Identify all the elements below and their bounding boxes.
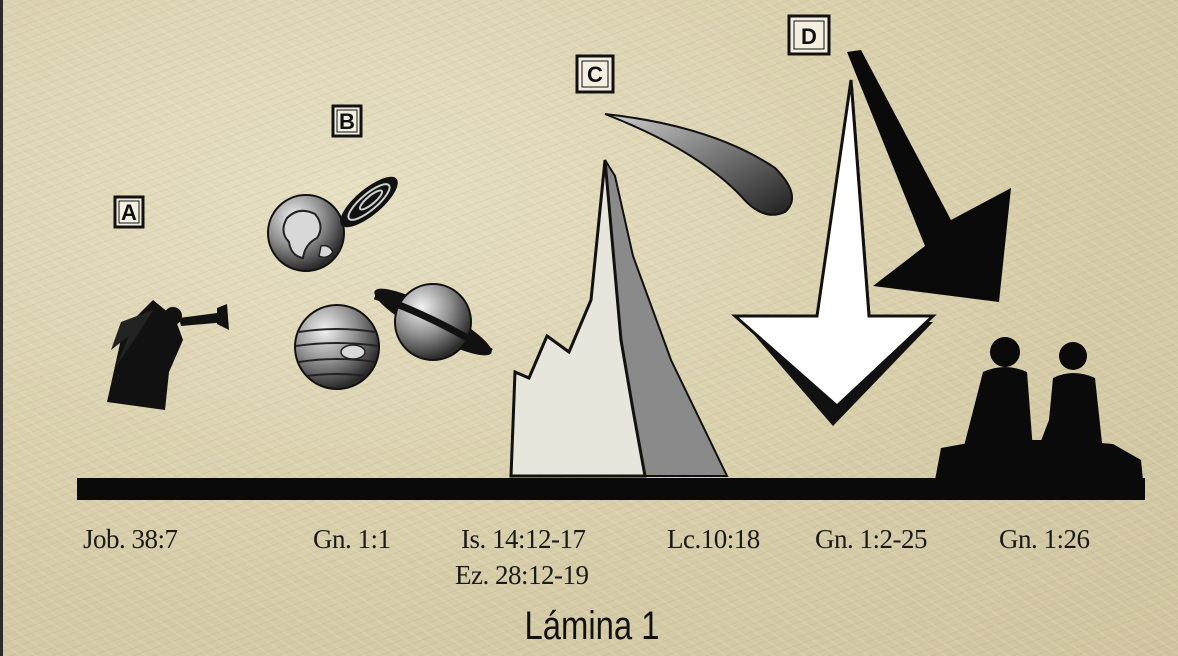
earth-icon <box>267 194 345 272</box>
mountain-icon <box>509 159 729 478</box>
timeline-bar <box>77 478 1145 500</box>
marker-d-label: D <box>801 24 817 49</box>
reference-job: Job. 38:7 <box>83 524 178 554</box>
timeline-illustration: A B C D <box>77 14 1145 500</box>
figure-title: Lámina 1 <box>524 604 660 648</box>
marker-d: D <box>787 14 831 56</box>
saturn-icon <box>373 283 493 361</box>
reference-gn-1-1: Gn. 1:1 <box>313 524 391 554</box>
reference-is: Is. 14:12-17 <box>461 524 586 554</box>
marker-a: A <box>113 195 145 229</box>
couple-silhouette-icon <box>935 337 1143 480</box>
marker-c-label: C <box>587 62 603 87</box>
marker-a-label: A <box>121 200 137 225</box>
reference-gn-1-26: Gn. 1:26 <box>999 524 1090 554</box>
reference-gn-1-2-25: Gn. 1:2-25 <box>815 524 928 554</box>
galaxy-icon <box>340 176 398 228</box>
marker-c: C <box>575 54 615 94</box>
angel-trumpet-icon <box>107 300 229 410</box>
down-arrow-icon <box>731 79 937 426</box>
comet-icon <box>604 113 794 216</box>
marker-b-label: B <box>339 109 355 134</box>
marker-b: B <box>331 104 363 138</box>
jupiter-icon <box>294 304 380 390</box>
reference-ez: Ez. 28:12-19 <box>455 560 589 590</box>
diagonal-arrow-icon <box>847 50 1011 302</box>
reference-lc: Lc.10:18 <box>667 524 760 554</box>
